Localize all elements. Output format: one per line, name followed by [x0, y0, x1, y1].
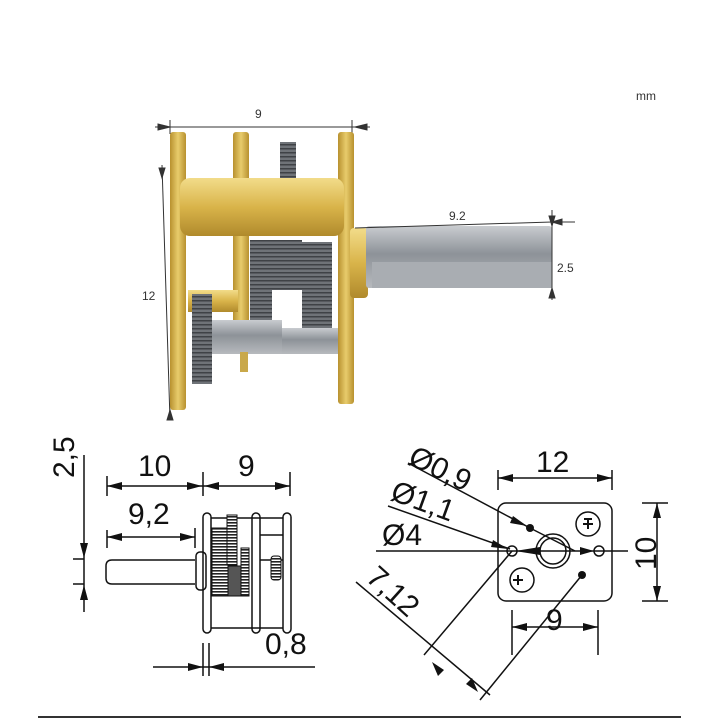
label-side-total: 10	[138, 450, 172, 483]
dim-height-photo	[158, 164, 174, 421]
units-label: mm	[636, 89, 656, 103]
front-view-marks	[432, 474, 661, 692]
label-photo-shaft-diameter: 2.5	[557, 261, 574, 275]
label-side-shaft-length: 9,2	[128, 498, 170, 531]
label-front-offset: 9	[546, 604, 563, 637]
side-view-gears	[211, 514, 282, 597]
output-shaft	[350, 226, 552, 298]
label-photo-height: 12	[142, 289, 156, 303]
label-front-height: 10	[630, 536, 663, 570]
dim-shaft-length-photo	[354, 210, 575, 300]
label-front-width: 12	[536, 446, 570, 479]
dim-width-photo	[155, 120, 370, 134]
screw-cross-icons	[513, 518, 593, 585]
side-view-arrows	[80, 482, 290, 671]
bottom-divider	[38, 716, 681, 718]
label-side-gearbox-width: 9	[238, 450, 255, 483]
label-side-shaft-offset: 2,5	[48, 436, 81, 478]
label-side-plate-thickness: 0,8	[265, 628, 307, 661]
label-photo-width: 9	[255, 107, 262, 121]
label-boss-diameter: Ø4	[382, 519, 423, 552]
label-photo-shaft-length: 9.2	[449, 209, 466, 223]
side-view-drawing	[73, 455, 315, 676]
gear-train	[192, 142, 338, 384]
